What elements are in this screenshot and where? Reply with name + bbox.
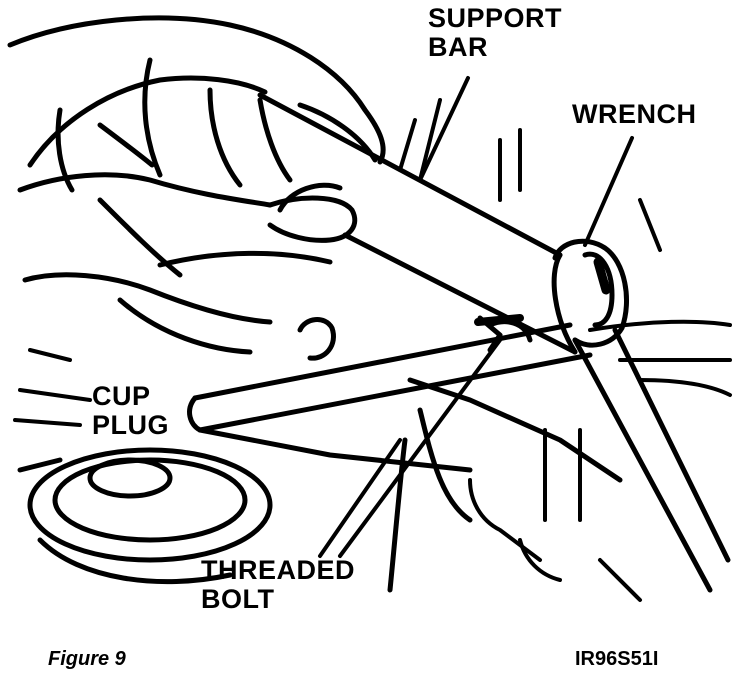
wrench-label: WRENCH [572, 99, 697, 129]
support-bar-leader [418, 76, 470, 182]
cup-plug-label-line1: CUP [92, 381, 151, 411]
figure-caption: Figure 9 [48, 648, 126, 670]
threaded-bolt-label-line2: BOLT [201, 584, 275, 614]
support-bar-label-line1: SUPPORT [428, 3, 563, 33]
wrench [552, 238, 731, 593]
reference-code: IR96S51I [575, 648, 659, 670]
bolt-leader-2 [338, 338, 502, 558]
threaded-bolt-label: THREADED BOLT [201, 556, 355, 614]
engine-block [13, 98, 732, 602]
cup-plug-pulley [17, 447, 273, 585]
threaded-bolt [297, 314, 524, 593]
leader-lines [318, 76, 634, 558]
cup-plug-label-line2: PLUG [92, 410, 170, 440]
cup-plug-label: CUP PLUG [92, 382, 169, 440]
support-bar-label: SUPPORT BAR [428, 4, 562, 62]
threaded-bolt-label-line1: THREADED [201, 555, 356, 585]
wrench-leader [583, 136, 634, 247]
support-bar-label-line2: BAR [428, 32, 488, 62]
bolt-leader-1 [318, 438, 402, 558]
hands-illustration [7, 15, 386, 355]
support-bar [257, 92, 578, 355]
